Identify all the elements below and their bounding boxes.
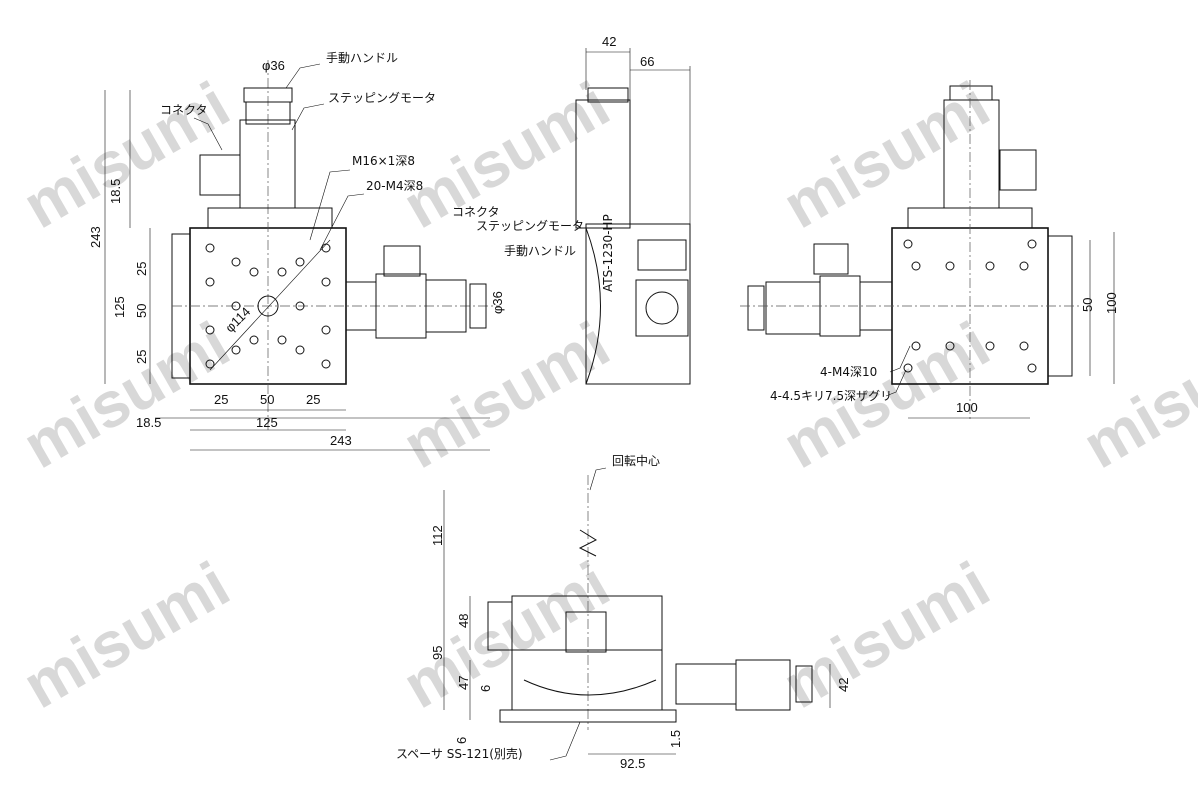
- dim-handle-diameter-right: φ36: [490, 291, 505, 314]
- dim-42-bottom: 42: [836, 678, 851, 692]
- dim-66-side: 66: [640, 54, 654, 69]
- tapped-hole: [295, 257, 305, 267]
- label-spacer: スペーサ SS-121(別売): [396, 746, 523, 761]
- tapped-hole: [1027, 239, 1037, 249]
- tapped-hole: [249, 335, 259, 345]
- dim-18-5-horizontal: 18.5: [136, 415, 161, 430]
- tapped-hole: [911, 341, 921, 351]
- dim-42-side: 42: [602, 34, 616, 49]
- dim-25-h-left: 25: [214, 392, 228, 407]
- label-manual-handle-right: 手動ハンドル: [504, 244, 576, 258]
- top-view: φ36 18.5 243 25 125 50 25 φ114 φ36 25 50…: [88, 51, 584, 451]
- dim-6-upper: 6: [478, 685, 493, 692]
- label-rotation-center: 回転中心: [612, 453, 660, 468]
- stage-back-block: [207, 207, 333, 229]
- dim-47: 47: [456, 676, 471, 690]
- dim-100-right-vertical: 100: [1104, 292, 1119, 314]
- tapped-hole: [249, 267, 259, 277]
- tapped-hole: [1019, 261, 1029, 271]
- right-view: 50 100 100 4-M4深10 4-4.5キリ7.5深ザグリ: [740, 80, 1119, 420]
- tapped-hole: [1027, 363, 1037, 373]
- side-view: 42 66 ATS-1230-HP: [575, 34, 691, 385]
- tapped-hole: [295, 345, 305, 355]
- tapped-hole: [945, 261, 955, 271]
- tapped-hole: [321, 359, 331, 369]
- dim-1-5: 1.5: [668, 730, 683, 748]
- label-manual-handle: 手動ハンドル: [326, 51, 398, 65]
- dim-50-horizontal: 50: [260, 392, 274, 407]
- watermark-text: misumi: [391, 548, 621, 722]
- tapped-hole: [911, 261, 921, 271]
- label-m4-tap: 20-M4深8: [366, 179, 423, 193]
- rotary-scale-arc: [523, 679, 657, 696]
- watermark-text: misumi: [771, 68, 1001, 242]
- label-connector: コネクタ: [160, 103, 208, 117]
- tapped-hole: [321, 325, 331, 335]
- tapped-hole: [985, 341, 995, 351]
- dim-125-horizontal: 125: [256, 415, 278, 430]
- connector-top: [199, 154, 241, 196]
- tapped-hole: [231, 345, 241, 355]
- label-connector-right: コネクタ: [452, 205, 500, 219]
- dim-100-right-horizontal: 100: [956, 400, 978, 415]
- stepping-motor-top: [239, 119, 296, 209]
- dim-95: 95: [430, 646, 445, 660]
- side-motor: [575, 99, 631, 229]
- dim-25-h-right: 25: [306, 392, 320, 407]
- dim-handle-diameter: φ36: [262, 58, 285, 73]
- watermark-text: misumi: [11, 548, 241, 722]
- dim-243-vertical: 243: [88, 226, 103, 248]
- connector-right: [383, 245, 421, 277]
- tapped-hole: [205, 359, 215, 369]
- tapped-hole: [205, 277, 215, 287]
- dim-50-vertical: 50: [134, 304, 149, 318]
- right-view-holes: [903, 239, 1037, 373]
- tapped-hole: [903, 239, 913, 249]
- dim-125-vertical: 125: [112, 296, 127, 318]
- label-stepping-motor-right: ステッピングモータ: [476, 219, 584, 233]
- dim-50-right: 50: [1080, 298, 1095, 312]
- tapped-hole: [277, 267, 287, 277]
- watermark-text: misumi: [771, 548, 1001, 722]
- dim-6-lower: 6: [454, 737, 469, 744]
- dim-48: 48: [456, 614, 471, 628]
- tapped-hole: [277, 335, 287, 345]
- tapped-hole: [1019, 341, 1029, 351]
- dim-25-lower: 25: [134, 350, 149, 364]
- tapped-hole: [321, 243, 331, 253]
- tapped-hole: [945, 341, 955, 351]
- tapped-hole: [903, 363, 913, 373]
- dim-112: 112: [430, 525, 445, 546]
- tapped-hole: [231, 301, 241, 311]
- tapped-hole: [205, 325, 215, 335]
- bottom-view: 112 48 95 47 6 6 42 92.5 1.5 回転中心 スペーサ S…: [396, 453, 851, 771]
- tapped-hole: [295, 301, 305, 311]
- label-stepping-motor: ステッピングモータ: [328, 91, 436, 105]
- tapped-hole: [985, 261, 995, 271]
- tapped-hole: [321, 277, 331, 287]
- side-rotary-knob: [645, 291, 679, 325]
- dim-92-5: 92.5: [620, 756, 645, 771]
- watermark-text: misumi: [11, 308, 241, 482]
- side-stage: [585, 223, 691, 385]
- mounting-holes: [205, 243, 331, 369]
- bottom-motor: [735, 659, 791, 711]
- dim-25-upper: 25: [134, 262, 149, 276]
- label-counterbore: 4-4.5キリ7.5深ザグリ: [770, 389, 892, 403]
- tapped-hole: [205, 243, 215, 253]
- bottom-spacer: [499, 709, 677, 723]
- manual-handle-top: [243, 87, 293, 103]
- dim-18-5-vertical: 18.5: [108, 179, 123, 204]
- dim-114-diameter: φ114: [222, 304, 253, 335]
- label-m4-tap-10: 4-M4深10: [820, 365, 877, 379]
- tapped-hole: [231, 257, 241, 267]
- center-hole: [257, 295, 279, 317]
- label-m16-tap: M16×1深8: [352, 154, 415, 168]
- manual-handle-right: [469, 283, 487, 329]
- side-model-stamp: ATS-1230-HP: [601, 214, 615, 292]
- dim-243-horizontal: 243: [330, 433, 352, 448]
